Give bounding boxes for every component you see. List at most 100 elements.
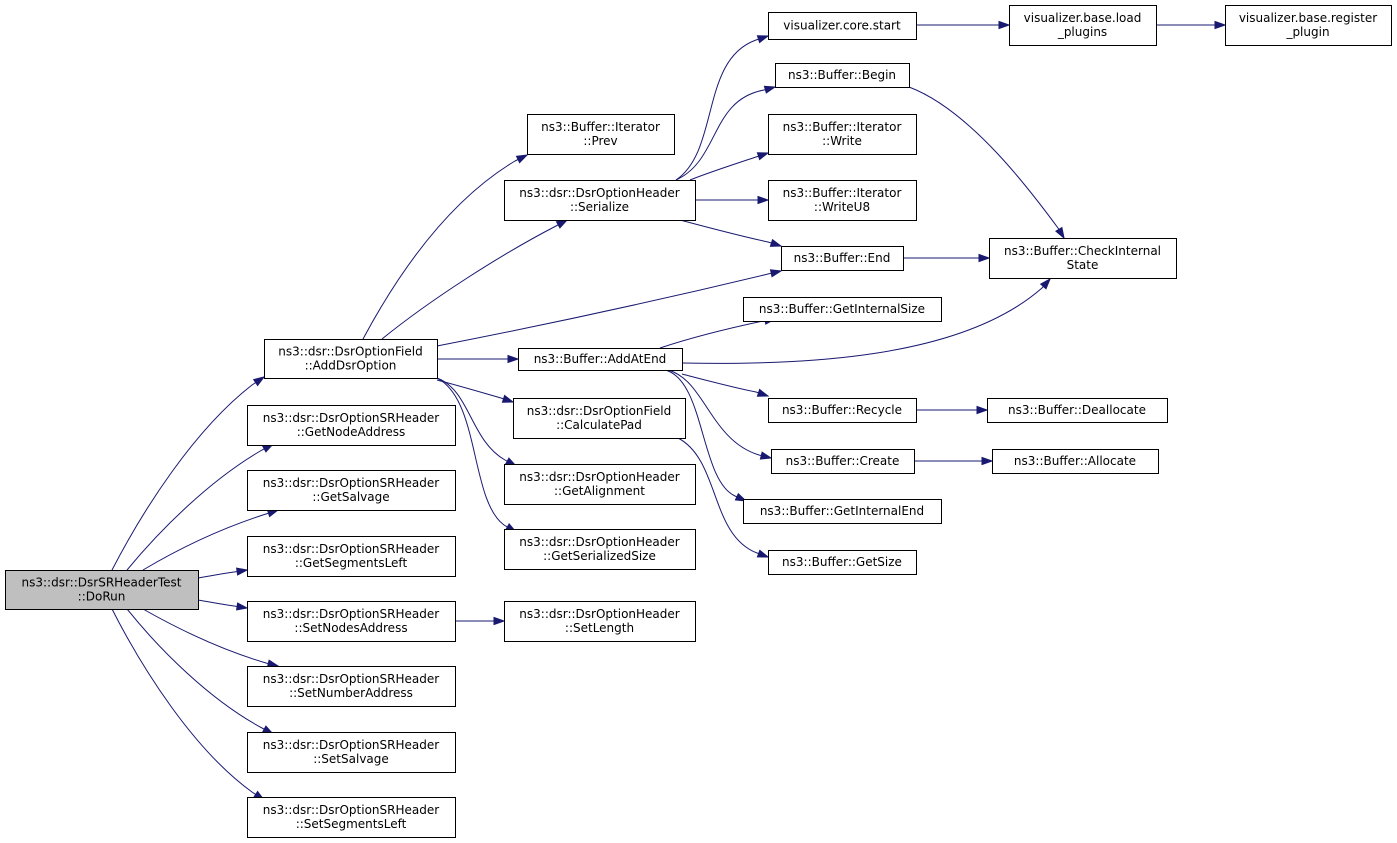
node-bufferbegin[interactable]: ns3::Buffer::Begin bbox=[775, 63, 910, 88]
arrowhead-icon bbox=[756, 388, 770, 397]
node-box[interactable] bbox=[781, 246, 904, 271]
node-iteratorwriteu8[interactable]: ns3::Buffer::Iterator::WriteU8 bbox=[768, 180, 917, 221]
node-deallocate[interactable]: ns3::Buffer::Deallocate bbox=[987, 398, 1168, 423]
node-box[interactable] bbox=[989, 238, 1177, 279]
node-label-line: visualizer.base.load bbox=[1024, 11, 1142, 25]
node-label-line: ns3::dsr::DsrOptionSRHeader bbox=[263, 542, 439, 556]
node-label-line: ::GetAlignment bbox=[554, 484, 645, 498]
edge-dorun-to-setnodesaddress bbox=[197, 599, 249, 611]
arrowhead-icon bbox=[515, 154, 529, 164]
node-label-line: ns3::Buffer::CheckInternal bbox=[1004, 244, 1161, 258]
node-label-line: ::GetSegmentsLeft bbox=[295, 556, 408, 570]
edge-line bbox=[381, 219, 568, 340]
node-serialize[interactable]: ns3::dsr::DsrOptionHeader::Serialize bbox=[504, 180, 696, 221]
node-label-line: ns3::dsr::DsrOptionField bbox=[278, 345, 422, 359]
node-label-line: ns3::dsr::DsrSRHeaderTest bbox=[22, 576, 182, 590]
node-box[interactable] bbox=[247, 732, 456, 773]
node-box[interactable] bbox=[775, 63, 910, 88]
edge-calculatepad-to-getsize bbox=[677, 437, 770, 558]
edge-dorun-to-setnumberaddress bbox=[142, 608, 280, 668]
node-box[interactable] bbox=[987, 398, 1168, 423]
edge-line bbox=[197, 599, 248, 609]
node-box[interactable] bbox=[768, 12, 917, 40]
arrowhead-icon bbox=[1055, 226, 1065, 240]
node-box[interactable] bbox=[247, 405, 456, 446]
node-box[interactable] bbox=[743, 297, 942, 322]
node-allocate[interactable]: ns3::Buffer::Allocate bbox=[992, 449, 1159, 474]
node-box[interactable] bbox=[1225, 5, 1392, 46]
edge-line bbox=[362, 154, 528, 340]
node-box[interactable] bbox=[504, 601, 696, 642]
node-box[interactable] bbox=[518, 348, 683, 371]
node-create[interactable]: ns3::Buffer::Create bbox=[771, 449, 915, 474]
node-registerplugin[interactable]: visualizer.base.register_plugin bbox=[1225, 5, 1392, 46]
node-label-line: ::GetNodeAddress bbox=[297, 425, 406, 439]
node-addatend[interactable]: ns3::Buffer::AddAtEnd bbox=[518, 348, 683, 371]
arrowhead-icon bbox=[493, 616, 506, 626]
node-calculatepad[interactable]: ns3::dsr::DsrOptionField::CalculatePad bbox=[513, 398, 686, 439]
node-box[interactable] bbox=[504, 180, 696, 221]
node-label-line: _plugins bbox=[1057, 25, 1107, 39]
node-label-line: ns3::Buffer::GetSize bbox=[782, 555, 902, 569]
node-label-line: _plugin bbox=[1285, 25, 1329, 39]
node-box[interactable] bbox=[504, 464, 696, 505]
node-loadplugins[interactable]: visualizer.base.load_plugins bbox=[1009, 5, 1157, 46]
arrowhead-icon bbox=[998, 20, 1011, 30]
node-box[interactable] bbox=[1009, 5, 1157, 46]
node-box[interactable] bbox=[992, 449, 1159, 474]
arrowhead-icon bbox=[236, 602, 249, 611]
node-box[interactable] bbox=[247, 666, 456, 707]
node-getsalvage[interactable]: ns3::dsr::DsrOptionSRHeader::GetSalvage bbox=[247, 470, 456, 511]
node-getinternalend[interactable]: ns3::Buffer::GetInternalEnd bbox=[743, 499, 942, 524]
node-getsegmentsleft[interactable]: ns3::dsr::DsrOptionSRHeader::GetSegments… bbox=[247, 536, 456, 577]
node-box[interactable] bbox=[264, 339, 438, 379]
node-box[interactable] bbox=[527, 114, 675, 155]
node-setnodesaddress[interactable]: ns3::dsr::DsrOptionSRHeader::SetNodesAdd… bbox=[247, 601, 456, 642]
node-label-line: ns3::Buffer::Recycle bbox=[782, 403, 902, 417]
node-box[interactable] bbox=[247, 470, 456, 511]
node-iteratorwrite[interactable]: ns3::Buffer::Iterator::Write bbox=[768, 114, 917, 155]
node-getinternalsize[interactable]: ns3::Buffer::GetInternalSize bbox=[743, 297, 942, 322]
node-getalignment[interactable]: ns3::dsr::DsrOptionHeader::GetAlignment bbox=[504, 464, 696, 505]
node-box[interactable] bbox=[743, 499, 942, 524]
node-box[interactable] bbox=[768, 114, 917, 155]
node-box[interactable] bbox=[247, 536, 456, 577]
node-getnodeaddress[interactable]: ns3::dsr::DsrOptionSRHeader::GetNodeAddr… bbox=[247, 405, 456, 446]
node-bufferend[interactable]: ns3::Buffer::End bbox=[781, 246, 904, 271]
node-setlength[interactable]: ns3::dsr::DsrOptionHeader::SetLength bbox=[504, 601, 696, 642]
node-box[interactable] bbox=[768, 180, 917, 221]
node-label-line: ns3::Buffer::Deallocate bbox=[1008, 403, 1146, 417]
node-corestart[interactable]: visualizer.core.start bbox=[768, 12, 917, 40]
arrowhead-icon bbox=[555, 219, 569, 229]
node-adddsroption[interactable]: ns3::dsr::DsrOptionField::AddDsrOption bbox=[264, 339, 438, 379]
node-label-line: ::Serialize bbox=[570, 200, 629, 214]
node-label-line: State bbox=[1067, 258, 1099, 272]
node-iteratorprev[interactable]: ns3::Buffer::Iterator::Prev bbox=[527, 114, 675, 155]
node-setsalvage[interactable]: ns3::dsr::DsrOptionSRHeader::SetSalvage bbox=[247, 732, 456, 773]
node-box[interactable] bbox=[768, 550, 917, 575]
node-box[interactable] bbox=[504, 529, 696, 570]
node-box[interactable] bbox=[768, 398, 917, 423]
edge-serialize-to-bufferend bbox=[679, 219, 783, 247]
edges-layer bbox=[111, 20, 1227, 801]
node-setnumberaddress[interactable]: ns3::dsr::DsrOptionSRHeader::SetNumberAd… bbox=[247, 666, 456, 707]
node-box[interactable] bbox=[513, 398, 686, 439]
edge-dorun-to-adddsroption bbox=[111, 376, 266, 571]
node-box[interactable] bbox=[247, 601, 456, 642]
arrowhead-icon bbox=[757, 195, 770, 205]
node-label-line: ns3::dsr::DsrOptionSRHeader bbox=[263, 803, 439, 817]
node-getsize[interactable]: ns3::Buffer::GetSize bbox=[768, 550, 917, 575]
node-label-line: ::AddDsrOption bbox=[305, 359, 397, 373]
edge-line bbox=[659, 318, 776, 349]
node-setsegmentsleft[interactable]: ns3::dsr::DsrOptionSRHeader::SetSegments… bbox=[247, 797, 456, 838]
node-label-line: ns3::Buffer::Begin bbox=[788, 68, 896, 82]
edge-line bbox=[679, 219, 782, 247]
node-box[interactable] bbox=[247, 797, 456, 838]
node-getserializedsize[interactable]: ns3::dsr::DsrOptionHeader::GetSerialized… bbox=[504, 529, 696, 570]
node-box bbox=[5, 570, 199, 610]
node-box[interactable] bbox=[771, 449, 915, 474]
node-label-line: ns3::Buffer::GetInternalEnd bbox=[760, 504, 924, 518]
node-recycle[interactable]: ns3::Buffer::Recycle bbox=[768, 398, 917, 423]
